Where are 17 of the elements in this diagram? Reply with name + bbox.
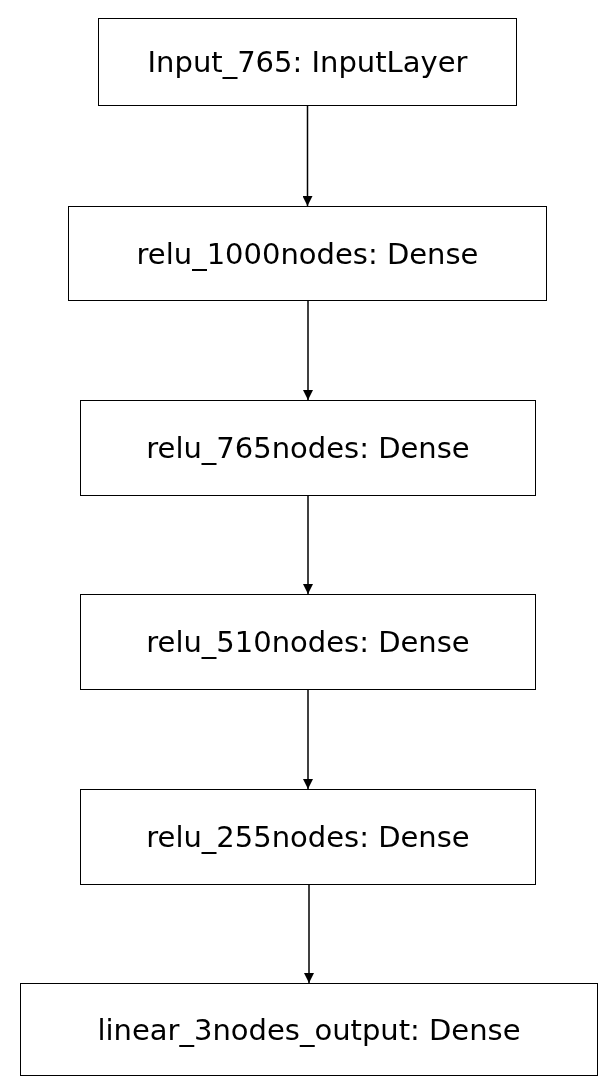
arrow <box>304 884 314 984</box>
layer-box <box>68 206 547 301</box>
layer-label: relu_510nodes: Dense <box>146 625 470 659</box>
arrow <box>303 689 313 790</box>
layer-label: Input_765: InputLayer <box>147 45 468 79</box>
layer-label: linear_3nodes_output: Dense <box>97 1012 521 1047</box>
layer-label: relu_255nodes: Dense <box>146 820 470 854</box>
layer-box <box>80 789 536 885</box>
layer-box <box>20 983 598 1076</box>
layer-box <box>80 594 536 690</box>
layer-label: relu_1000nodes: Dense <box>136 236 479 271</box>
layer-box <box>80 400 536 496</box>
arrow <box>303 495 313 595</box>
layer-label: relu_765nodes: Dense <box>146 431 470 465</box>
arrow <box>303 300 313 401</box>
layer-box <box>98 18 517 106</box>
arrow <box>302 105 313 207</box>
